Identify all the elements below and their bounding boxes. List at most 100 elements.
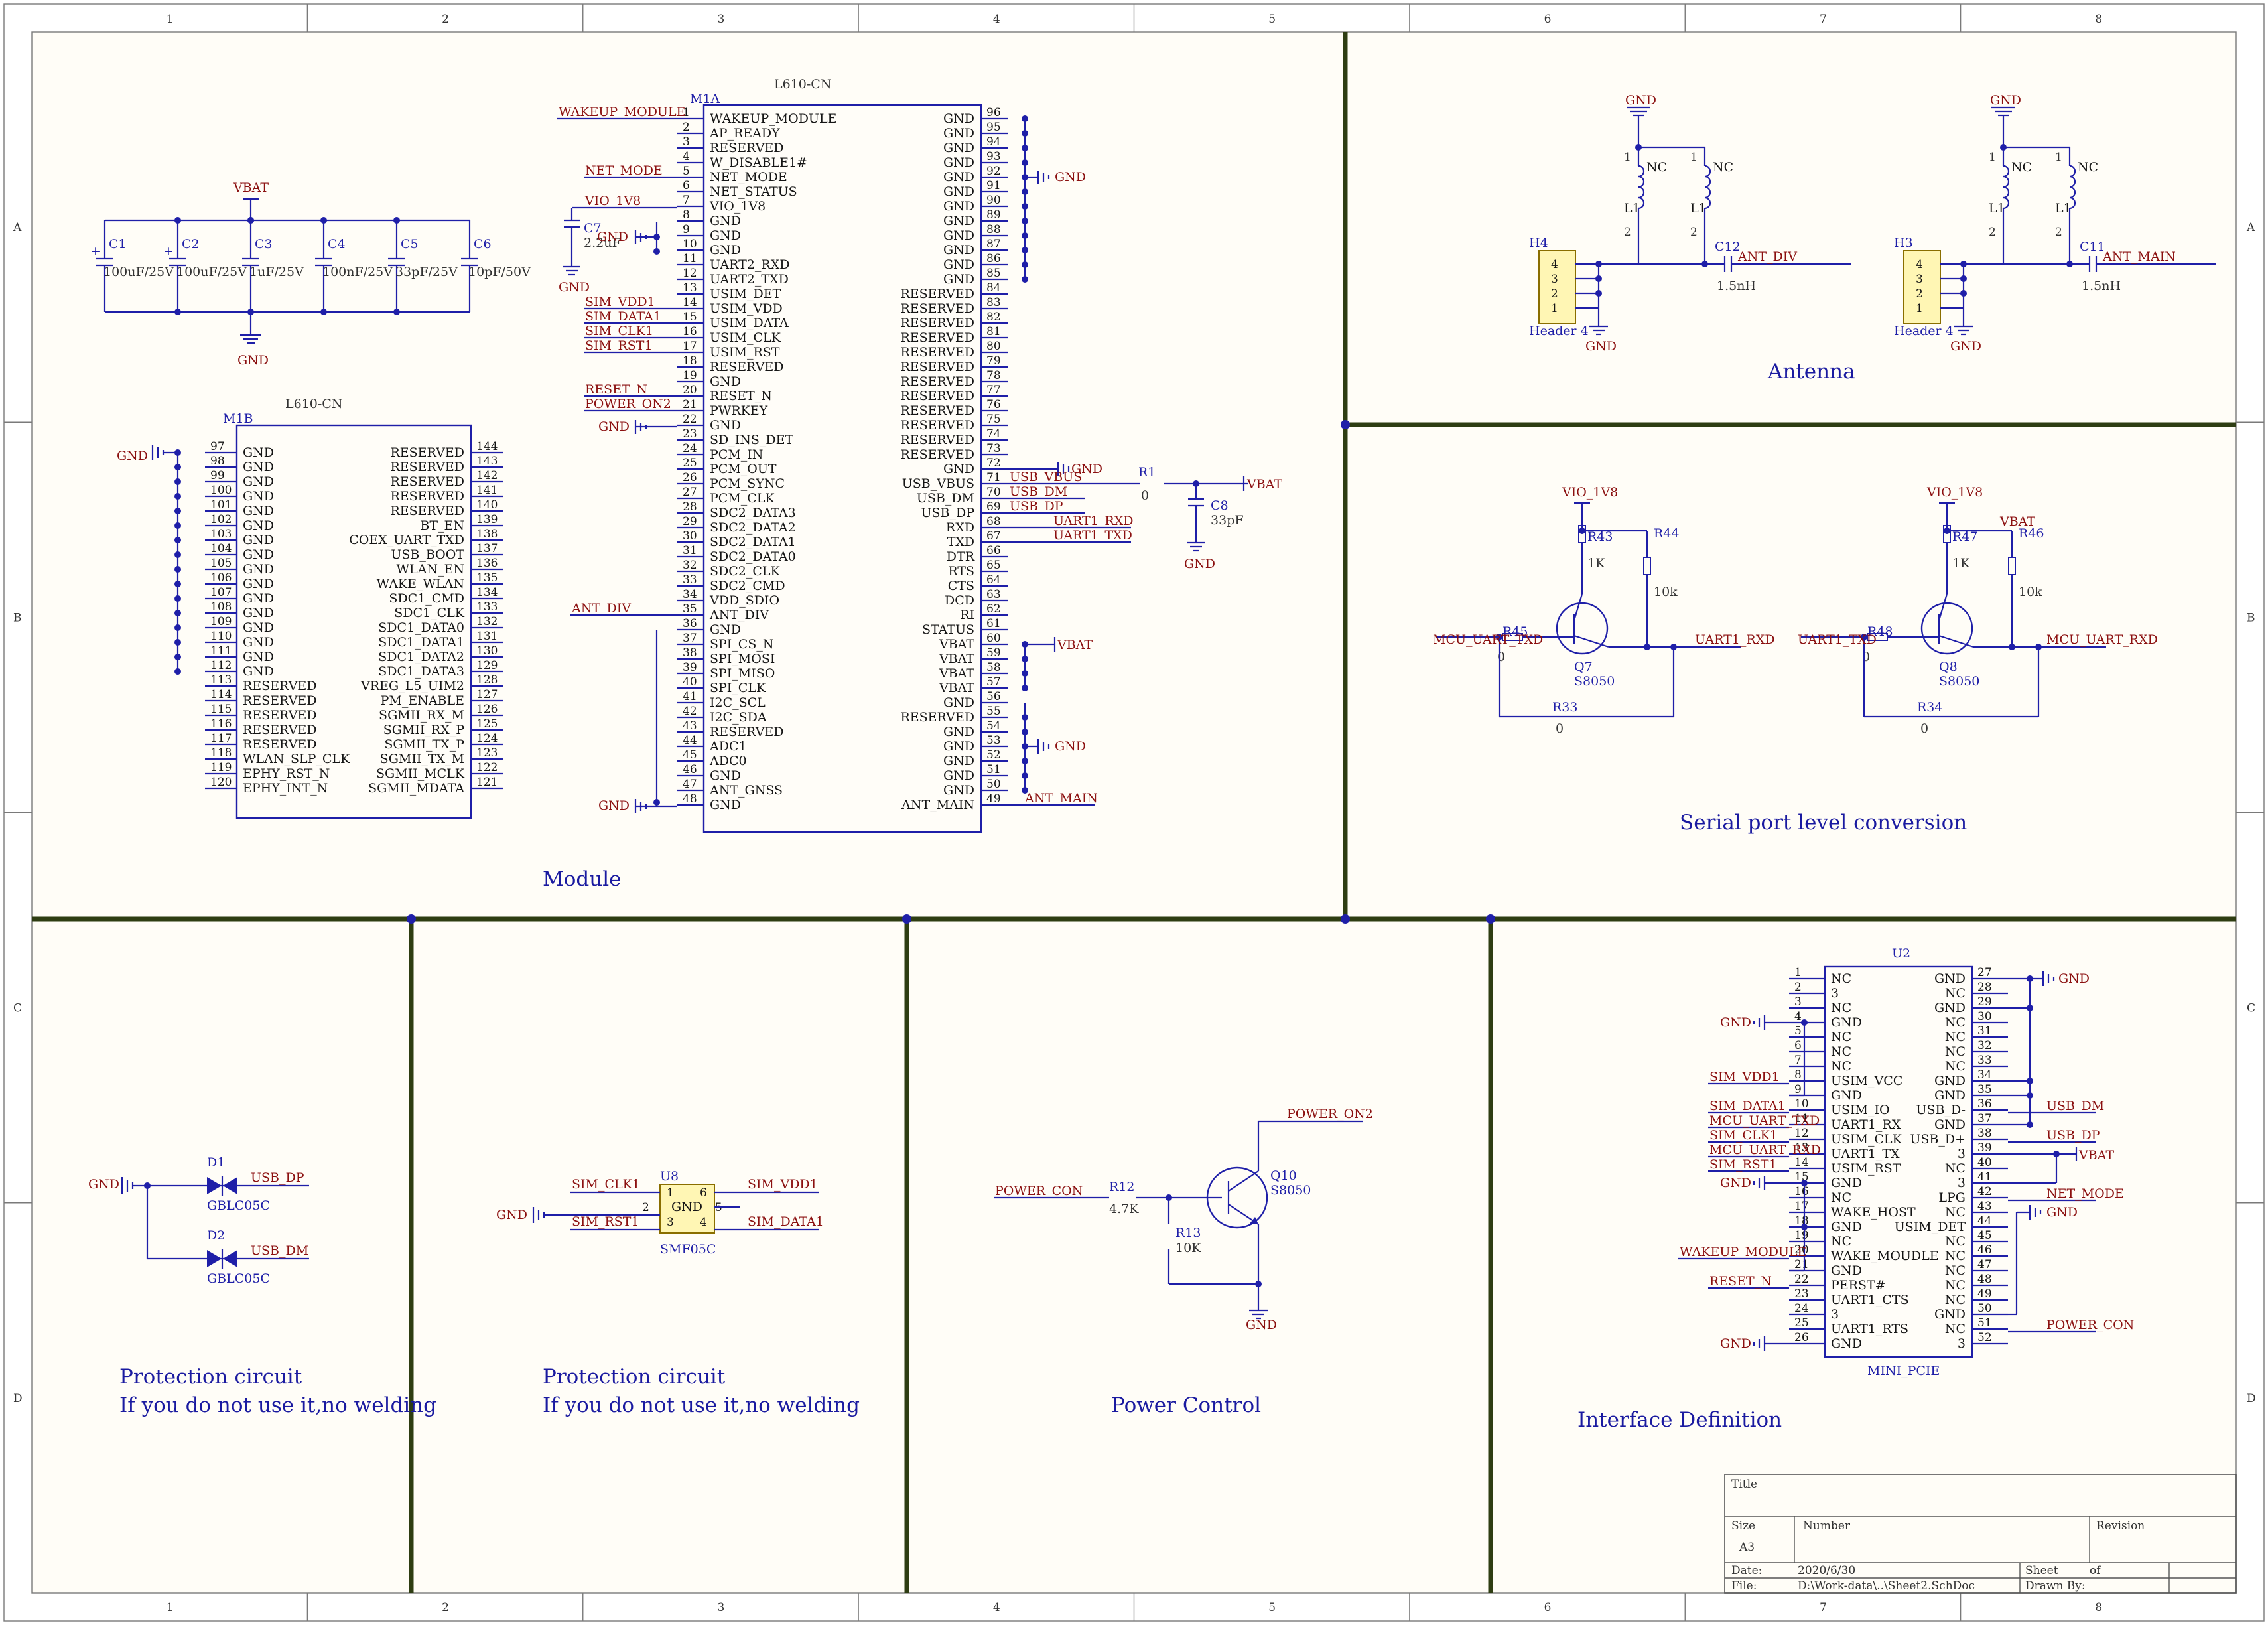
column-label-top: 6 [1544,13,1552,26]
pin-name: GND [1831,1015,1862,1030]
m1b-body [235,424,472,819]
pin-name: GND [1831,1220,1862,1234]
pin-number: 117 [210,732,232,745]
pin-number: 107 [210,586,232,599]
pin-name: WLAN_EN [397,562,465,577]
gnd-label-antenna-top: GND [1625,93,1656,107]
pin-number: 81 [986,325,1001,338]
pin-number: 72 [986,457,1001,470]
pin-number: 101 [210,498,232,512]
pin-number: 133 [476,601,498,614]
pin-name: RESERVED [243,708,317,723]
pin-name: NC [1945,1205,1966,1220]
pin-number: 77 [986,384,1001,397]
pin-number: 64 [986,573,1001,587]
resistor-value: 0 [1862,650,1870,664]
junction-dot [1595,290,1602,297]
pin-number: 40 [1977,1156,1992,1169]
pin-name: PCM_OUT [710,462,777,476]
pin-name: RESERVED [390,504,464,518]
pin-number: 31 [1977,1024,1992,1038]
capacitor-value: 100nF/25V [322,265,393,279]
pin-number: 19 [683,369,697,382]
pin-name: PCM_CLK [710,491,775,506]
inductor-pin: 1 [1989,151,1996,164]
pin-number: 51 [1977,1316,1992,1330]
pin-number: 78 [986,369,1001,382]
pin-name: GND [943,141,974,155]
net-ant-div-m1a: ANT_DIV [571,601,631,616]
pin-number: 13 [683,281,697,295]
pin-number: 8 [1794,1068,1802,1082]
ground-symbol [240,334,261,344]
pin-number: 56 [986,690,1001,703]
polarity-mark: + [163,244,174,259]
header-name: Header 4 [1529,324,1589,338]
pin-number: 30 [683,530,697,543]
pin-number: 99 [210,469,225,482]
pin-number: 45 [683,748,697,762]
net-label-u2-left: MCU_UART_TXD [1709,1113,1820,1128]
r1-value: 0 [1141,488,1149,503]
u2-ref: U2 [1892,946,1910,961]
pin-name: PCM_IN [710,447,763,462]
pin-name: NET_MODE [710,170,787,184]
gnd-label-m1a-lower: GND [1055,739,1086,754]
junction-dot [2035,644,2042,650]
section-title-power-control: Power Control [1111,1393,1261,1417]
pin-number: 44 [1977,1214,1992,1228]
pin-number: 54 [986,719,1001,733]
pin-name: SPI_CLK [710,681,766,695]
wire [1938,593,1948,621]
capacitor-ref: C12 [1715,240,1741,254]
pin-number: 102 [210,513,232,526]
transistor-value: S8050 [1574,674,1615,689]
pin-name: CTS [948,579,974,593]
pin-name: RESERVED [710,141,784,155]
c8-ref: C8 [1211,498,1229,513]
pin-name: GND [943,783,974,798]
pin-name: WAKEUP_MODULE [710,111,836,126]
pin-number: 29 [683,515,697,528]
pin-number: 106 [210,571,232,585]
pin-number: 2 [683,121,690,134]
column-label-top: 1 [167,13,174,26]
pin-name: SDC2_DATA0 [710,549,796,564]
pin-name: RESERVED [900,301,974,316]
pin-name: RESERVED [390,489,464,504]
pin-name: 3 [1958,1336,1966,1351]
pin-name: USIM_DET [1895,1220,1966,1234]
pin-number: 115 [210,703,232,716]
pin-number: 42 [1977,1185,1992,1198]
column-label-top: 5 [1268,13,1276,26]
pin-name: I2C_SDA [710,710,767,725]
column-label-bottom: 7 [1820,1601,1827,1614]
pin-number: 9 [1794,1083,1802,1096]
pin-name: RI [960,608,974,622]
pin-name: RTS [948,564,974,579]
pin-name: NC [1831,1044,1851,1059]
pin-name: BT_EN [420,518,464,533]
title-label: Title [1731,1478,1757,1491]
pin-number: 29 [1977,995,1992,1009]
vbat-label-m1a: VBAT [1057,638,1093,652]
column-label-top: 3 [717,13,724,26]
gnd-label-u2-left: GND [1720,1015,1751,1030]
row-label-left: C [13,1002,22,1015]
column-label-top: 8 [2095,13,2102,26]
pin-number: 6 [1794,1039,1802,1052]
pin-number: 83 [986,296,1001,309]
pin-number: 48 [683,792,697,806]
pin-name: TXD [947,535,974,549]
pin-number: 125 [476,717,498,731]
net-label-u2-right: USB_DP [2046,1128,2100,1143]
size-label: Size [1731,1519,1755,1533]
pin-number: 91 [986,179,1001,192]
date-label: Date: [1731,1564,1762,1577]
resistor-value: 10k [2019,585,2042,599]
u8-pin-number: 3 [667,1216,674,1229]
resistor-ref: R46 [2019,526,2044,541]
net-uart1-txd-m1a: UART1_TXD [1053,528,1132,543]
inductor-ref: L1 [1624,201,1640,216]
pin-name: GND [1934,1074,1966,1088]
